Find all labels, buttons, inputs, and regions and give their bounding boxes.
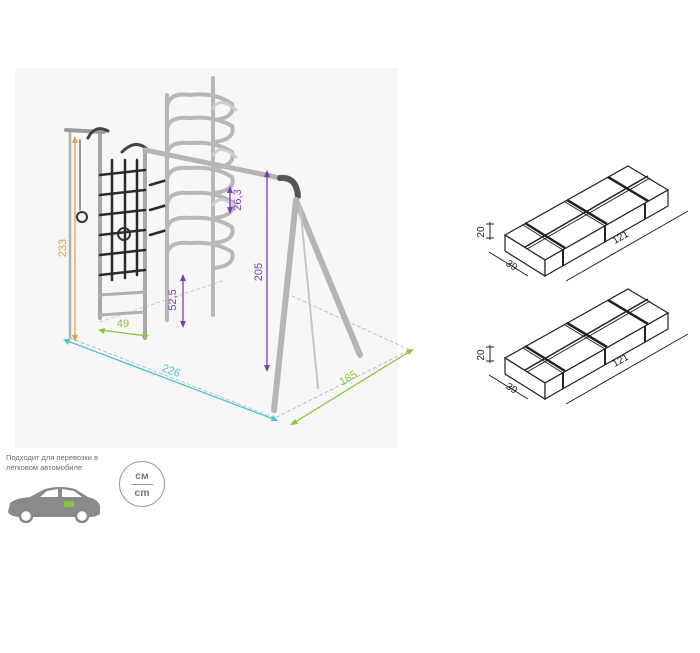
package-box-2 [503, 288, 670, 401]
label-swing-height: 205 [253, 263, 265, 281]
package-box-2-dimensions [486, 333, 689, 405]
label-rung-spacing: 26,3 [232, 189, 244, 210]
dimension-swing-height: 205 [253, 170, 270, 372]
dimension-height-total: 233 [57, 136, 78, 342]
package-box-1-dimensions [486, 210, 689, 282]
dimension-ladder-width: 49 [98, 318, 149, 338]
label-ladder-width: 49 [117, 318, 129, 330]
package-1-height: 20 [476, 226, 487, 238]
label-step-height: 52,5 [167, 289, 179, 310]
package-2-height: 20 [476, 349, 487, 361]
package-box-1 [503, 165, 670, 278]
dimension-step-height: 52,5 [167, 274, 186, 328]
car-transport-note: Подходит для перевозки в легковом автомо… [6, 453, 98, 472]
unit-divider [131, 484, 153, 485]
car-icon [8, 487, 100, 524]
unit-badge: см cm [119, 461, 165, 507]
label-height-total: 233 [57, 239, 69, 257]
package-2-width: 39 [504, 381, 520, 396]
package-1-width: 39 [504, 258, 520, 273]
unit-top: см [135, 470, 149, 482]
dimension-rung-spacing: 26,3 [227, 186, 244, 214]
unit-bottom: cm [134, 487, 150, 499]
